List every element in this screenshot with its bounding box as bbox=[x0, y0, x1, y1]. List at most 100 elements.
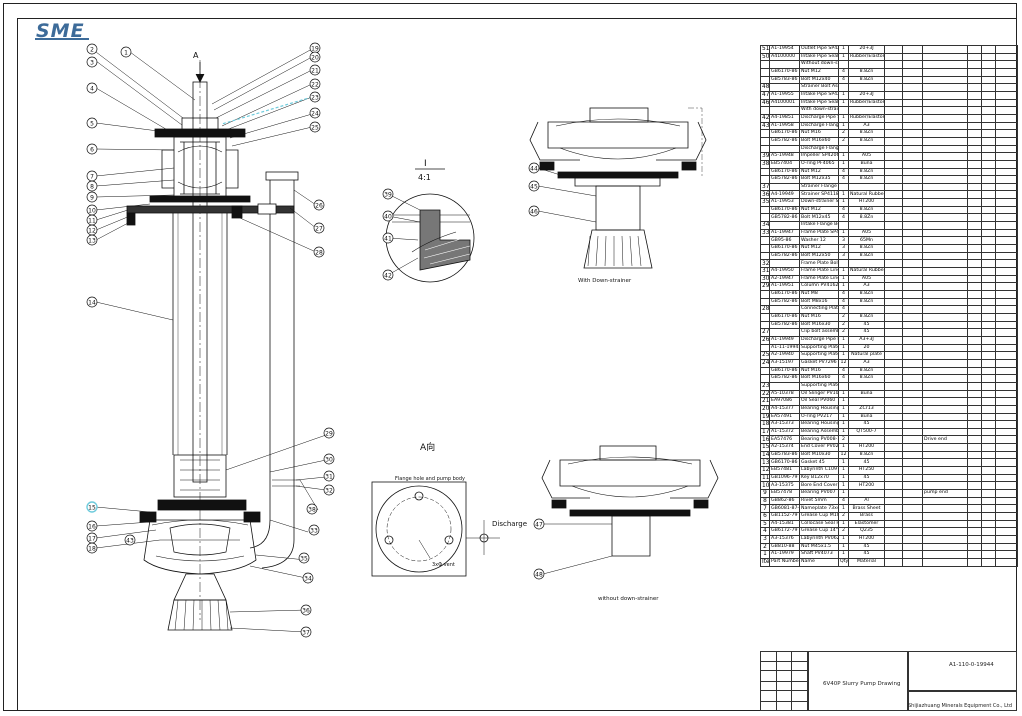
bom-cell-qty: 1 bbox=[838, 481, 849, 491]
bom-cell-name: O-ring PV217 bbox=[799, 412, 839, 422]
bom-cell-mat bbox=[848, 60, 885, 69]
bom-cell-empty bbox=[981, 144, 996, 154]
bom-cell-mat: A05 bbox=[848, 228, 885, 238]
bom-cell-wt bbox=[922, 535, 968, 544]
bom-cell-empty bbox=[967, 221, 982, 230]
part-balloon-number: 33 bbox=[310, 527, 318, 534]
part-balloon bbox=[382, 210, 394, 222]
bom-cell-name: Supporting Plate PV4123 bbox=[799, 351, 839, 360]
bom-cell-empty bbox=[902, 106, 923, 115]
bom-cell-empty bbox=[967, 420, 982, 429]
bom-cell-qty: 4 bbox=[838, 305, 849, 314]
bom-cell-name: Nut M45x1.5 bbox=[799, 542, 839, 552]
bom-cell-name: Labyrinth C109 bbox=[799, 466, 839, 475]
bom-cell-empty bbox=[967, 527, 982, 536]
bom-cell-empty bbox=[981, 496, 996, 506]
bom-cell-empty bbox=[902, 45, 923, 54]
bom-cell-empty bbox=[902, 458, 923, 468]
bom-cell-mat: 8.8Zn bbox=[848, 366, 885, 376]
bom-cell-empty bbox=[995, 366, 1018, 376]
bom-cell-empty bbox=[995, 450, 1018, 460]
bom-cell-empty bbox=[967, 159, 982, 169]
bom-cell-code: GB5782-86 bbox=[769, 374, 800, 383]
bom-cell-name: Bolt M12x45 bbox=[799, 213, 839, 223]
bom-cell-empty bbox=[981, 175, 996, 184]
bom-cell-qty: 1 bbox=[838, 550, 849, 559]
part-balloon bbox=[86, 191, 98, 203]
bom-cell-empty bbox=[967, 45, 982, 54]
bom-cell-empty bbox=[995, 404, 1018, 414]
bom-cell-mat: 65Mn bbox=[848, 236, 885, 246]
bom-cell-empty bbox=[967, 213, 982, 223]
detail-scale: 4:1 bbox=[418, 173, 431, 182]
bom-cell-empty bbox=[995, 152, 1018, 161]
bom-cell-empty bbox=[981, 60, 996, 69]
aa-square-plate bbox=[371, 481, 467, 577]
bom-cell-empty bbox=[902, 435, 923, 445]
bom-cell-code: A1-19954 bbox=[769, 45, 800, 54]
bom-cell-empty bbox=[902, 98, 923, 108]
bom-cell-empty bbox=[981, 389, 996, 399]
bom-cell-mat: 8.8Zn bbox=[848, 297, 885, 307]
bom-cell-empty bbox=[967, 297, 982, 307]
company-logo: SME bbox=[35, 20, 89, 42]
bom-cell-no bbox=[760, 205, 770, 215]
bom-cell-empty bbox=[981, 251, 996, 261]
bom-cell-empty bbox=[967, 83, 982, 92]
bom-cell-empty bbox=[995, 228, 1018, 238]
bom-cell-no bbox=[760, 106, 770, 115]
bom-cell-empty bbox=[981, 550, 996, 559]
without-strainer-label: without down-strainer bbox=[598, 596, 659, 602]
bom-cell-empty bbox=[967, 136, 982, 146]
strainer bbox=[583, 229, 653, 269]
bom-cell-wt bbox=[922, 320, 968, 330]
bom-cell-empty bbox=[967, 259, 982, 269]
part-balloon-number: 11 bbox=[88, 217, 96, 224]
bom-cell-wt bbox=[922, 542, 968, 552]
bom-cell-qty: 2 bbox=[838, 312, 849, 322]
bom-cell-no bbox=[760, 60, 770, 69]
bom-cell-mat: 20+3J bbox=[848, 45, 885, 54]
bom-cell-name: Bore End Cover PV024 bbox=[799, 481, 839, 491]
bom-cell-empty bbox=[981, 489, 996, 498]
bom-cell-empty bbox=[995, 236, 1018, 246]
bom-cell-mat: Al bbox=[848, 496, 885, 506]
part-balloon bbox=[120, 46, 132, 58]
bom-cell-code: GB6172-79 bbox=[769, 527, 800, 536]
flange-note: Flange hole and pump body bbox=[395, 476, 465, 482]
bom-cell-wt bbox=[922, 182, 968, 192]
bom-cell-empty bbox=[981, 297, 996, 307]
bom-cell-empty bbox=[981, 121, 996, 131]
bom-cell-mat: Natural Rubber bbox=[848, 190, 885, 200]
bom-cell-empty bbox=[995, 397, 1018, 406]
part-balloon bbox=[313, 246, 325, 258]
bom-cell-wt bbox=[922, 312, 968, 322]
bom-cell-name: Strainer SP4118 bbox=[799, 190, 839, 200]
bom-cell-no bbox=[760, 244, 770, 253]
part-balloon-number: 46 bbox=[530, 208, 538, 215]
bom-cell-name: Frame Plate Bolt Assembly bbox=[799, 259, 839, 269]
bom-cell-empty bbox=[981, 75, 996, 85]
bom-cell-name: Nut M16 bbox=[799, 129, 839, 138]
bom-cell-empty bbox=[981, 435, 996, 445]
bom-cell-name: Shaft PV4073 bbox=[799, 550, 839, 559]
part-balloon-number: 40 bbox=[384, 213, 392, 220]
bom-cell-empty bbox=[884, 136, 903, 146]
part-balloon-number: 25 bbox=[311, 124, 319, 131]
bom-cell-code: A4-19949 bbox=[769, 190, 800, 200]
bom-cell-empty bbox=[967, 427, 982, 437]
bom-cell-qty: 2 bbox=[838, 527, 849, 536]
bom-cell-name: Collocase Seal PV025 bbox=[799, 519, 839, 529]
bom-cell-name: Bolt M10x30 bbox=[799, 450, 839, 460]
bom-cell-wt bbox=[922, 175, 968, 184]
bom-cell-wt bbox=[922, 259, 968, 269]
bom-cell-empty bbox=[902, 420, 923, 429]
bom-cell-mat bbox=[848, 182, 885, 192]
bom-cell-empty bbox=[884, 175, 903, 184]
bom-cell-name: Bearing Assembly PV004 bbox=[799, 427, 839, 437]
bom-cell-wt bbox=[922, 389, 968, 399]
